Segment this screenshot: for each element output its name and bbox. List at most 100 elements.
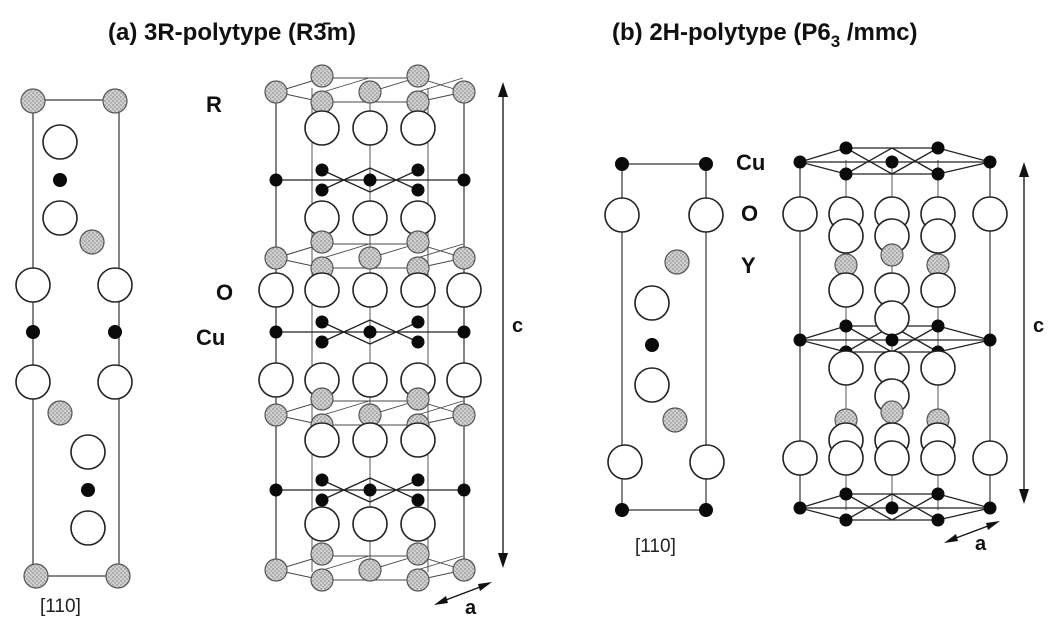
copper-atom xyxy=(269,483,283,497)
copper-atom xyxy=(793,333,807,347)
rare-earth-bond xyxy=(322,77,370,93)
rare-earth-atom xyxy=(310,568,334,592)
copper-atom xyxy=(885,155,899,169)
copper-atom xyxy=(699,503,713,517)
yttrium-atom xyxy=(664,249,690,275)
oxygen-atom xyxy=(874,300,910,336)
copper-atom xyxy=(931,319,945,333)
copper-atom xyxy=(411,493,425,507)
copper-atom xyxy=(885,333,899,347)
oxygen-atom xyxy=(920,350,956,386)
copper-atom xyxy=(363,483,377,497)
label-o-atom-b: O xyxy=(741,201,758,226)
panel-a-projection xyxy=(15,88,133,589)
oxygen-atom xyxy=(42,124,78,160)
copper-atom xyxy=(839,487,853,501)
oxygen-atom xyxy=(400,110,436,146)
copper-atom xyxy=(269,173,283,187)
copper-atom xyxy=(839,141,853,155)
label-r-atom: R xyxy=(206,92,222,117)
rare-earth-atom xyxy=(310,387,334,411)
oxygen-atom xyxy=(97,267,133,303)
oxygen-atom xyxy=(70,510,106,546)
panel-b-c-axis xyxy=(1019,162,1029,504)
copper-atom xyxy=(931,487,945,501)
oxygen-atom xyxy=(634,367,670,403)
label-cu-atom-a: Cu xyxy=(196,325,225,350)
rare-earth-atom xyxy=(310,64,334,88)
rare-earth-atom xyxy=(20,88,46,114)
oxygen-atom xyxy=(15,364,51,400)
copper-atom xyxy=(411,163,425,177)
copper-atom xyxy=(411,315,425,329)
copper-bond xyxy=(321,321,371,345)
rare-earth-atom xyxy=(452,403,476,427)
rare-earth-bond xyxy=(322,243,370,259)
copper-bond xyxy=(845,147,893,175)
copper-atom xyxy=(411,183,425,197)
copper-bond xyxy=(321,479,371,503)
panel-b-unit-cell xyxy=(782,141,1008,527)
oxygen-atom xyxy=(828,350,864,386)
rare-earth-atom xyxy=(406,230,430,254)
copper-bond xyxy=(321,169,371,193)
oxygen-atom xyxy=(400,272,436,308)
rare-earth-atom xyxy=(264,80,288,104)
rare-earth-atom xyxy=(406,90,430,114)
rare-earth-bond xyxy=(416,555,464,571)
copper-atom xyxy=(793,501,807,515)
copper-atom xyxy=(885,501,899,515)
oxygen-atom xyxy=(352,362,388,398)
copper-atom xyxy=(983,155,997,169)
rare-earth-atom xyxy=(310,542,334,566)
copper-atom xyxy=(645,338,659,352)
rare-earth-atom xyxy=(23,563,49,589)
oxygen-atom xyxy=(607,444,643,480)
copper-atom xyxy=(983,501,997,515)
copper-atom xyxy=(615,503,629,517)
copper-atom xyxy=(315,163,329,177)
copper-atom xyxy=(457,483,471,497)
rare-earth-bond xyxy=(416,77,464,93)
oxygen-atom xyxy=(828,272,864,308)
oxygen-atom xyxy=(828,440,864,476)
rare-earth-atom xyxy=(264,246,288,270)
rare-earth-atom xyxy=(452,246,476,270)
rare-earth-atom xyxy=(358,246,382,270)
panel-a-projection-cell xyxy=(32,99,120,577)
panel-b-direction-label: [110] xyxy=(635,536,676,557)
rare-earth-atom xyxy=(79,229,105,255)
copper-bond xyxy=(369,477,419,501)
panel-b: (b) 2H-polytype (P63 /mmc) [110] Cu O Y … xyxy=(604,19,1044,557)
yttrium-atom xyxy=(880,243,904,267)
rare-earth-bond xyxy=(416,243,464,259)
panel-a-cell-atoms xyxy=(258,64,482,592)
oxygen-atom xyxy=(97,364,133,400)
copper-bond xyxy=(845,493,893,521)
panel-a-unit-cell xyxy=(258,64,482,592)
oxygen-atom xyxy=(352,200,388,236)
rare-earth-bond xyxy=(322,555,370,571)
panel-a-c-axis-label: c xyxy=(512,315,523,337)
copper-atom xyxy=(269,325,283,339)
panel-a-a-axis-label: a xyxy=(465,597,477,619)
oxygen-atom xyxy=(304,110,340,146)
yttrium-atom xyxy=(662,407,688,433)
rare-earth-bond xyxy=(322,400,370,416)
rare-earth-atom xyxy=(102,88,128,114)
copper-bond xyxy=(369,167,419,191)
label-o-atom-a: O xyxy=(216,280,233,305)
oxygen-atom xyxy=(258,362,294,398)
copper-atom xyxy=(315,473,329,487)
rare-earth-atom xyxy=(358,80,382,104)
copper-atom xyxy=(457,173,471,187)
copper-atom xyxy=(53,173,67,187)
copper-atom xyxy=(81,483,95,497)
rare-earth-atom xyxy=(406,568,430,592)
oxygen-atom xyxy=(15,267,51,303)
panel-b-a-axis-label: a xyxy=(975,533,987,555)
copper-atom xyxy=(363,325,377,339)
oxygen-atom xyxy=(920,440,956,476)
copper-atom xyxy=(793,155,807,169)
